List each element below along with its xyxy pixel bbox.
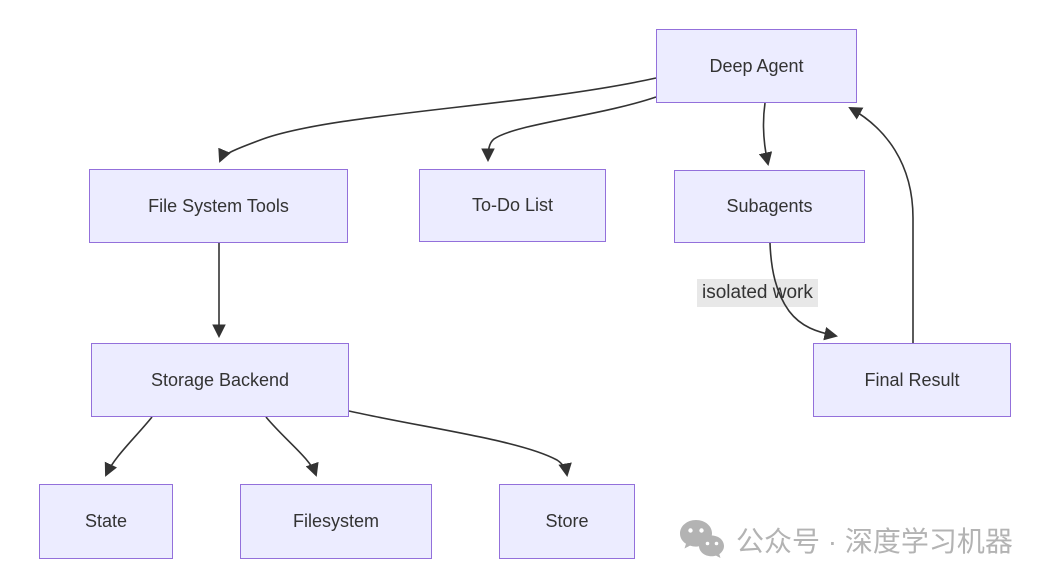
node-state: State — [39, 484, 173, 559]
edge-label-isolated-work: isolated work — [697, 279, 818, 307]
edge-storage-backend-to-store — [348, 410, 572, 478]
watermark: 公众号 · 深度学习机器 — [678, 518, 1013, 562]
node-store-label: Store — [545, 511, 589, 531]
edge-storage-backend-to-state — [104, 416, 153, 477]
node-filesystem: Filesystem — [240, 484, 432, 559]
node-state-label: State — [84, 511, 128, 531]
edge-storage-backend-to-filesystem — [265, 416, 319, 477]
node-final-result-label: Final Result — [864, 369, 960, 390]
node-store: Store — [499, 484, 635, 559]
watermark-text: 公众号 · 深度学习机器 — [736, 526, 1013, 557]
node-deep-agent: Deep Agent — [656, 29, 857, 103]
node-subagents-label: Subagents — [726, 196, 813, 216]
wechat-icon — [680, 520, 724, 558]
edge-deep-agent-to-todo-list — [481, 96, 657, 163]
node-final-result: Final Result — [813, 343, 1011, 417]
node-subagents: Subagents — [674, 170, 865, 243]
node-deep-agent-label: Deep Agent — [709, 55, 804, 76]
node-file-system-tools-label: File System Tools — [148, 195, 289, 216]
node-todo-list: To-Do List — [419, 169, 606, 242]
node-file-system-tools: File System Tools — [89, 169, 348, 243]
node-storage-backend-label: Storage Backend — [150, 369, 290, 390]
edge-deep-agent-to-file-system-tools — [218, 77, 657, 163]
node-filesystem-label: Filesystem — [292, 511, 379, 531]
node-todo-list-label: To-Do List — [471, 195, 554, 215]
edge-deep-agent-to-subagents — [758, 102, 773, 166]
edge-label-text: isolated work — [702, 282, 813, 303]
node-storage-backend: Storage Backend — [91, 343, 349, 417]
